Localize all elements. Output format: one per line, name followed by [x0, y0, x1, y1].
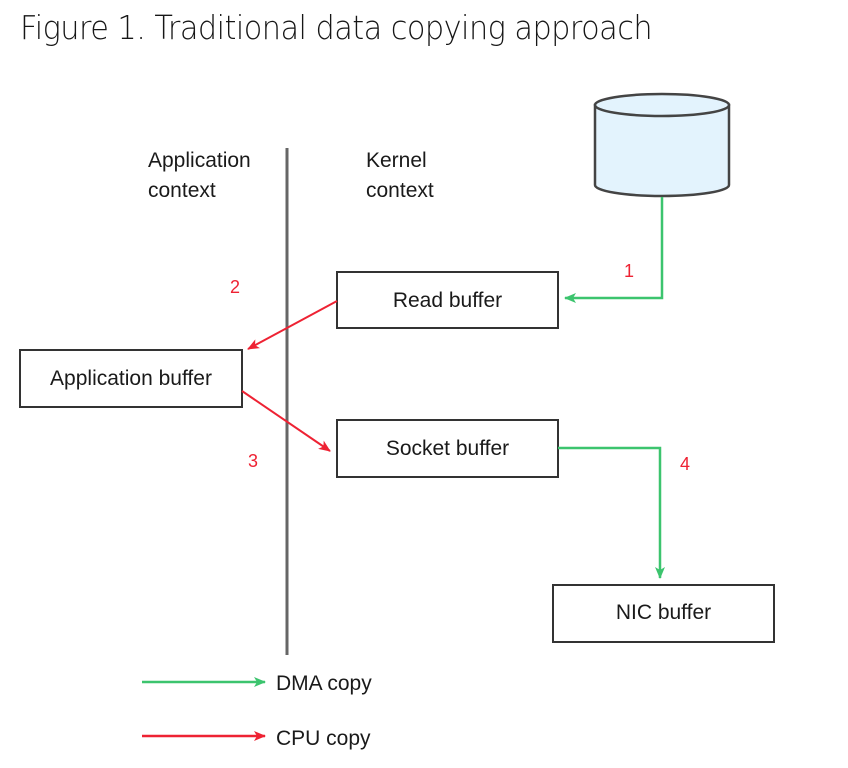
step-4-label: 4 — [680, 454, 690, 474]
step-1-label: 1 — [624, 261, 634, 281]
legend-dma-label: DMA copy — [276, 672, 372, 695]
legend: DMA copy CPU copy — [142, 672, 372, 750]
socket-buffer-label: Socket buffer — [386, 437, 509, 460]
application-context-label: Application context — [148, 149, 257, 202]
step-4-dma-arrow — [558, 446, 665, 579]
kernel-context-line-1: Kernel — [366, 149, 427, 172]
read-buffer-box: Read buffer — [336, 271, 559, 329]
socket-buffer-box: Socket buffer — [336, 419, 559, 478]
application-context-line-1: Application — [148, 149, 251, 172]
read-buffer-label: Read buffer — [393, 289, 502, 312]
nic-buffer-box: NIC buffer — [552, 584, 775, 643]
legend-cpu-label: CPU copy — [276, 727, 371, 750]
step-2-cpu-arrow — [247, 300, 338, 350]
step-1-dma-arrow — [564, 197, 664, 303]
step-3-label: 3 — [248, 451, 258, 471]
figure-title: Figure 1. Traditional data copying appro… — [20, 8, 653, 47]
application-buffer-box: Application buffer — [19, 349, 243, 408]
kernel-context-line-2: context — [366, 179, 434, 202]
step-3-cpu-arrow — [241, 390, 331, 452]
kernel-context-label: Kernel context — [366, 149, 434, 202]
application-buffer-label: Application buffer — [50, 367, 212, 390]
application-context-line-2: context — [148, 179, 216, 202]
nic-buffer-label: NIC buffer — [616, 601, 711, 624]
disk-cylinder-icon — [593, 92, 731, 198]
step-2-label: 2 — [230, 277, 240, 297]
